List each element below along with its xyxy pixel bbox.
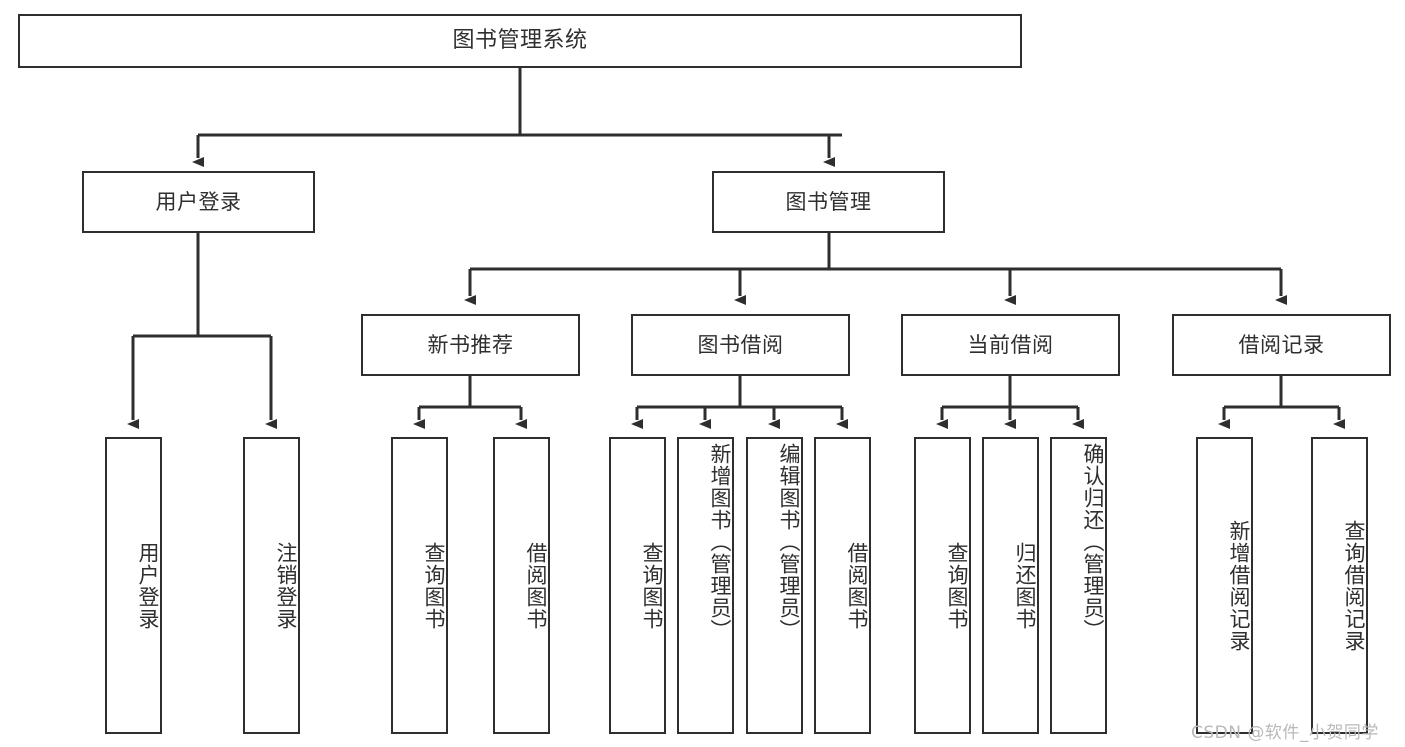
leaf-add-book-admin[interactable]: 新增图书（管理员）: [677, 437, 734, 734]
node-label: 查询图书: [945, 541, 969, 630]
node-label: 注销登录: [274, 541, 298, 630]
leaf-query-book-recommend[interactable]: 查询图书: [391, 437, 448, 734]
node-label: 当前借阅: [967, 332, 1054, 357]
node-label: 用户登录: [136, 541, 160, 630]
node-new-book-recommend[interactable]: 新书推荐: [361, 314, 580, 376]
node-label: 查询借阅记录: [1342, 519, 1366, 652]
leaf-return-book[interactable]: 归还图书: [982, 437, 1039, 734]
leaf-edit-book-admin[interactable]: 编辑图书（管理员）: [746, 437, 803, 734]
node-label: 借阅记录: [1238, 332, 1325, 357]
node-label: 图书管理: [785, 189, 872, 214]
node-label: 借阅图书: [845, 541, 869, 630]
node-label: 新书推荐: [427, 332, 514, 357]
leaf-query-borrow-record[interactable]: 查询借阅记录: [1311, 437, 1368, 734]
csdn-watermark: CSDN @软件_小贺同学: [1191, 723, 1379, 743]
leaf-logout[interactable]: 注销登录: [243, 437, 300, 734]
node-label: 确认归还（管理员）: [1081, 443, 1105, 641]
node-label: 新增借阅记录: [1227, 519, 1251, 652]
node-label: 查询图书: [422, 541, 446, 630]
leaf-query-book-current[interactable]: 查询图书: [914, 437, 971, 734]
node-root-system[interactable]: 图书管理系统: [18, 14, 1022, 68]
node-label: 图书管理系统: [452, 28, 588, 53]
node-label: 新增图书（管理员）: [708, 443, 732, 641]
leaf-confirm-return-admin[interactable]: 确认归还（管理员）: [1050, 437, 1107, 734]
node-label: 编辑图书（管理员）: [777, 443, 801, 641]
node-borrow-record[interactable]: 借阅记录: [1172, 314, 1391, 376]
node-label: 归还图书: [1013, 541, 1037, 630]
node-label: 查询图书: [640, 541, 664, 630]
leaf-add-borrow-record[interactable]: 新增借阅记录: [1196, 437, 1253, 734]
leaf-query-book-borrow[interactable]: 查询图书: [609, 437, 666, 734]
leaf-borrow-book[interactable]: 借阅图书: [814, 437, 871, 734]
leaf-borrow-book-recommend[interactable]: 借阅图书: [493, 437, 550, 734]
node-label: 用户登录: [155, 189, 242, 214]
node-current-borrow[interactable]: 当前借阅: [901, 314, 1120, 376]
node-book-management[interactable]: 图书管理: [712, 171, 945, 233]
node-label: 借阅图书: [524, 541, 548, 630]
node-user-login[interactable]: 用户登录: [82, 171, 315, 233]
node-label: 图书借阅: [697, 332, 784, 357]
node-book-borrow[interactable]: 图书借阅: [631, 314, 850, 376]
leaf-user-login[interactable]: 用户登录: [105, 437, 162, 734]
